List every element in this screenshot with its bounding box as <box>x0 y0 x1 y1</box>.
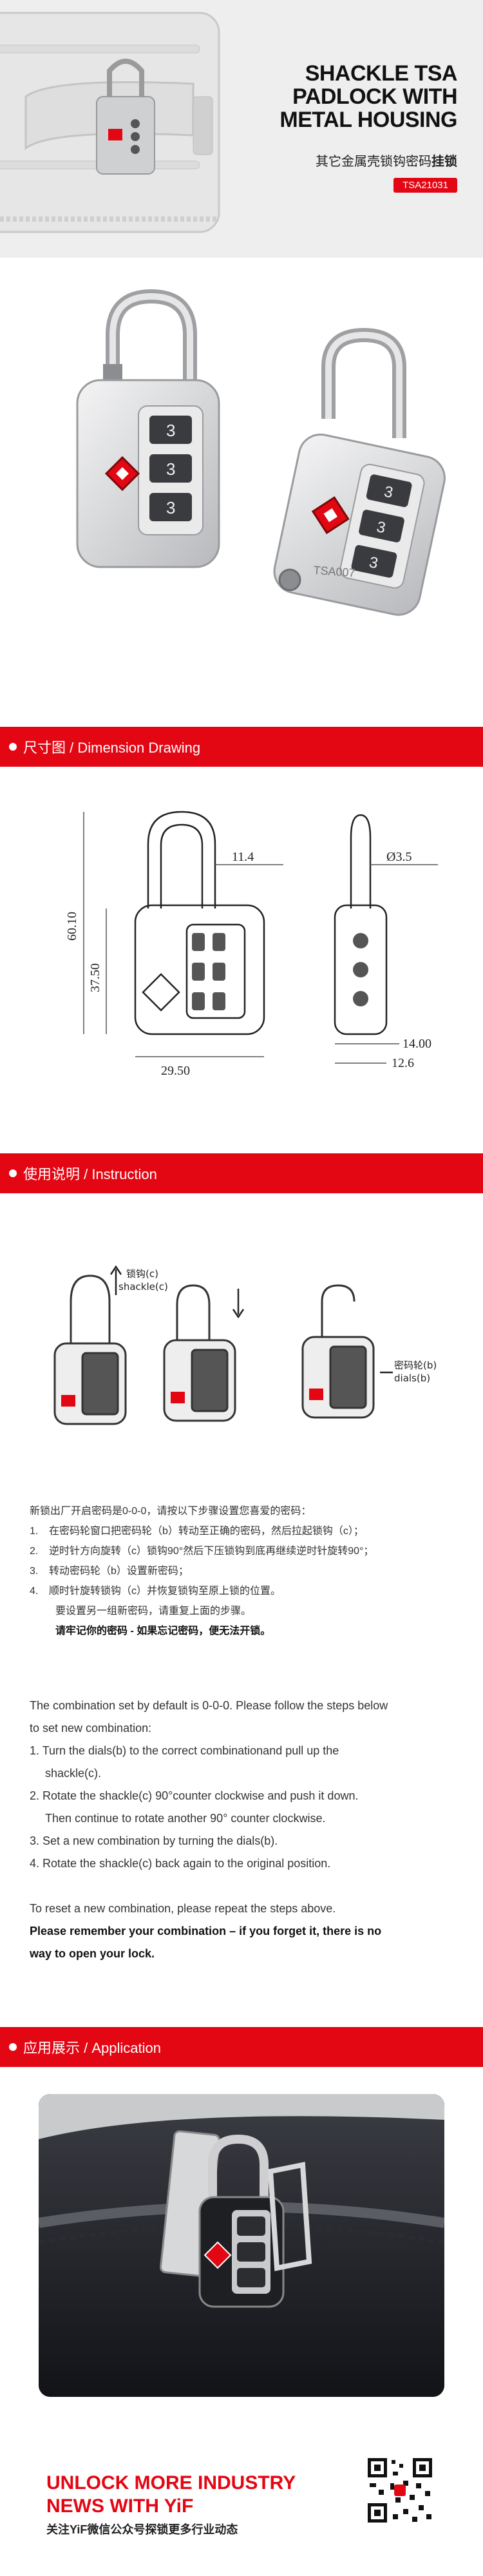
hero-title: SHACKLE TSA PADLOCK WITH METAL HOUSING <box>225 62 457 131</box>
product-photo: 3 3 3 3 3 3 TSA007 <box>76 289 446 616</box>
svg-text:3: 3 <box>166 459 175 479</box>
svg-text:3: 3 <box>375 518 387 537</box>
bullet-icon <box>9 743 17 751</box>
footer-title-line-1: UNLOCK MORE INDUSTRY <box>46 2472 296 2494</box>
footer-title: UNLOCK MORE INDUSTRY NEWS WITH YiF <box>46 2472 296 2518</box>
section-title-application: 应用展示 / Application <box>23 2040 161 2056</box>
footer-title-line-2: NEWS WITH YiF <box>46 2495 194 2517</box>
hero-title-line-1: SHACKLE TSA <box>305 61 458 86</box>
svg-text:3: 3 <box>166 498 175 517</box>
lock-engraving: TSA007 <box>313 564 355 579</box>
label-dials-cn: 密码轮(b) <box>394 1360 437 1371</box>
footer-subtitle: 关注YiF微信公众号探锁更多行业动态 <box>46 2523 238 2536</box>
label-shackle-en: shackle(c) <box>118 1281 168 1293</box>
en-step-2a: 2. Rotate the shackle(c) 90°counter cloc… <box>30 1789 359 1802</box>
cn-step-1: 1. 在密码轮窗口把密码轮（b）转动至正确的密码，然后拉起锁钩（c）； <box>30 1521 468 1541</box>
cn-reset: 要设置另一组新密码，请重复上面的步骤。 <box>55 1606 252 1617</box>
suitcase-illustration <box>0 12 220 233</box>
model-code-badge: TSA21031 <box>393 178 457 193</box>
en-step-3: 3. Set a new combination by turning the … <box>30 1834 278 1847</box>
en-step-4: 4. Rotate the shackle(c) back again to t… <box>30 1857 331 1870</box>
dim-side-width: 14.00 <box>402 1037 431 1051</box>
cn-step-text: 转动密码轮（b）设置新密码； <box>49 1566 189 1577</box>
en-remember-1: Please remember your combination – if yo… <box>30 1925 382 1937</box>
section-bar-dimension: 尺寸图 / Dimension Drawing <box>0 727 483 767</box>
cn-intro: 新锁出厂开启密码是0-0-0，请按以下步骤设置您喜爱的密码： <box>30 1506 312 1517</box>
en-step-1a: 1. Turn the dials(b) to the correct comb… <box>30 1744 339 1757</box>
section-bar-instruction: 使用说明 / Instruction <box>0 1153 483 1193</box>
qr-code-icon[interactable] <box>365 2455 435 2526</box>
dim-body-width: 29.50 <box>161 1064 190 1078</box>
hero-title-line-2: PADLOCK WITH <box>292 84 457 109</box>
cn-step-num: 4. <box>30 1586 39 1597</box>
cn-remember: 请牢记你的密码 - 如果忘记密码，便无法开锁。 <box>55 1626 271 1637</box>
cn-step-2: 2. 逆时针方向旋转（c）锁钩90°然后下压锁钩到底再继续逆时针旋转90°； <box>30 1541 468 1561</box>
dim-total-height: 60.10 <box>65 912 79 941</box>
cn-step-num: 3. <box>30 1566 39 1577</box>
en-intro-2: to set new combination: <box>30 1722 152 1735</box>
cn-step-text: 顺时针旋转锁钩（c）并恢复锁钩至原上锁的位置。 <box>49 1586 281 1597</box>
hero-title-line-3: METAL HOUSING <box>279 108 457 132</box>
label-dials-en: dials(b) <box>394 1372 430 1384</box>
en-remember-2: way to open your lock. <box>30 1947 155 1960</box>
cn-step-text: 在密码轮窗口把密码轮（b）转动至正确的密码，然后拉起锁钩（c）； <box>49 1526 364 1537</box>
spacer <box>30 1875 455 1898</box>
dimension-drawing: 11.4 Ø3.5 60.10 37.50 29.50 14.00 12.6 <box>65 811 438 1078</box>
svg-text:3: 3 <box>368 553 380 572</box>
dim-side-inner: 12.6 <box>392 1056 414 1070</box>
svg-text:3: 3 <box>166 421 175 440</box>
svg-text:3: 3 <box>383 483 395 501</box>
instruction-cn: 新锁出厂开启密码是0-0-0，请按以下步骤设置您喜爱的密码： 1. 在密码轮窗口把… <box>30 1501 468 1641</box>
en-step-1b: shackle(c). <box>45 1767 102 1780</box>
dim-side-diameter: Ø3.5 <box>386 850 412 864</box>
cn-step-num: 1. <box>30 1526 39 1537</box>
hero-subtitle-bold: 挂锁 <box>431 155 457 169</box>
cn-step-4: 4. 顺时针旋转锁钩（c）并恢复锁钩至原上锁的位置。 <box>30 1581 468 1601</box>
en-step-2b: Then continue to rotate another 90° coun… <box>45 1812 326 1825</box>
dim-body-height: 37.50 <box>88 963 102 992</box>
en-intro-1: The combination set by default is 0-0-0.… <box>30 1699 388 1712</box>
hero-banner: SHACKLE TSA PADLOCK WITH METAL HOUSING 其… <box>0 0 483 258</box>
cn-step-text: 逆时针方向旋转（c）锁钩90°然后下压锁钩到底再继续逆时针旋转90°； <box>49 1546 374 1557</box>
en-reset: To reset a new combination, please repea… <box>30 1902 336 1915</box>
hero-subtitle-prefix: 其它金属壳锁钩密码 <box>316 155 431 169</box>
luggage-photo-illustration <box>39 2094 444 2397</box>
section-title-instruction: 使用说明 / Instruction <box>23 1166 157 1182</box>
instruction-en: The combination set by default is 0-0-0.… <box>30 1695 455 1965</box>
bullet-icon <box>9 1169 17 1177</box>
bullet-icon <box>9 2043 17 2051</box>
application-photo <box>39 2094 444 2397</box>
label-shackle-cn: 锁钩(c) <box>126 1268 158 1280</box>
dim-top-width: 11.4 <box>232 850 254 864</box>
hero-subtitle: 其它金属壳锁钩密码挂锁 <box>316 151 457 169</box>
cn-step-3: 3. 转动密码轮（b）设置新密码； <box>30 1561 468 1581</box>
instruction-illustration: 锁钩(c) shackle(c) 密码轮(b) dials(b) <box>53 1265 437 1425</box>
section-title-dimension: 尺寸图 / Dimension Drawing <box>23 740 201 756</box>
cn-step-num: 2. <box>30 1546 39 1557</box>
section-bar-application: 应用展示 / Application <box>0 2027 483 2067</box>
